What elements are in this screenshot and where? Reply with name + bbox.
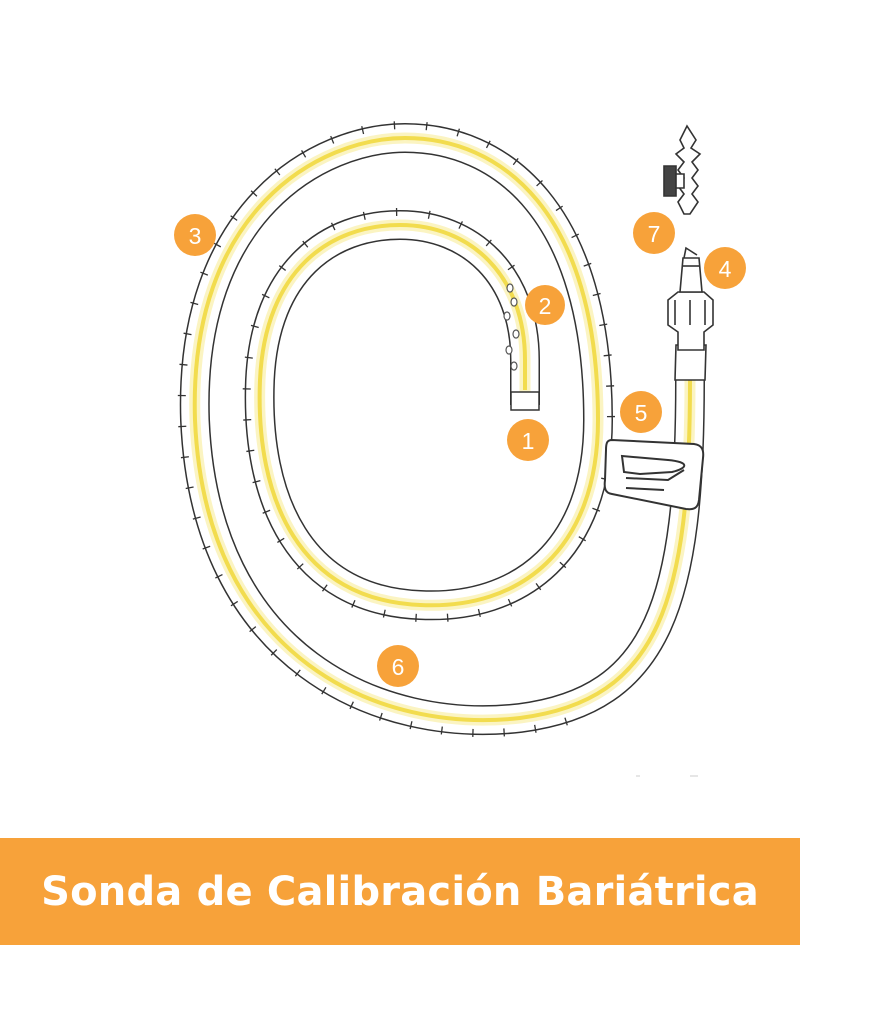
graduation-tick <box>427 210 431 219</box>
callout-1-label: 1 <box>522 428 535 454</box>
graduation-tick <box>578 536 586 542</box>
graduation-tick <box>250 190 258 197</box>
graduation-tick <box>349 701 354 710</box>
graduation-tick <box>485 140 491 149</box>
graduation-tick <box>559 561 567 569</box>
graduation-tick <box>592 292 601 297</box>
graduation-tick <box>321 584 328 592</box>
graduation-tick <box>351 599 356 608</box>
graduation-tick <box>534 724 537 733</box>
graduation-tick <box>190 301 199 306</box>
graduation-tick <box>330 135 335 144</box>
callout-badges: 1 2 3 4 5 6 7 <box>174 212 746 687</box>
graduation-tick <box>192 516 201 520</box>
graduation-tick <box>321 686 327 695</box>
graduation-tick <box>249 626 257 633</box>
title-banner: Sonda de Calibración Bariátrica <box>0 838 800 945</box>
graduation-tick <box>409 721 413 730</box>
callout-6: 6 <box>377 645 419 687</box>
graduation-tick <box>296 563 304 570</box>
callout-2: 2 <box>525 285 565 325</box>
graduation-tick <box>485 239 492 247</box>
graduation-tick <box>440 726 443 735</box>
callout-1: 1 <box>507 419 549 461</box>
graduation-tick <box>477 608 481 617</box>
graduation-tick <box>302 240 309 248</box>
callout-7-label: 7 <box>648 221 661 247</box>
callout-4: 4 <box>704 247 746 289</box>
graduation-tick <box>535 583 542 591</box>
graduation-tick <box>382 609 386 618</box>
graduation-tick <box>555 205 564 212</box>
graduation-tick <box>446 613 449 622</box>
graduation-tick <box>230 600 239 607</box>
graduation-tick <box>592 507 601 512</box>
graduation-tick <box>183 332 192 336</box>
graduation-tick <box>456 128 461 137</box>
graduation-tick <box>599 323 608 327</box>
graduation-tick <box>185 486 194 490</box>
callout-5-label: 5 <box>635 400 648 426</box>
callout-7: 7 <box>633 212 675 254</box>
callout-6-label: 6 <box>392 654 405 680</box>
tube-tip <box>510 391 540 411</box>
callout-5: 5 <box>620 391 662 433</box>
graduation-tick <box>215 573 223 579</box>
graduation-tick <box>277 537 285 544</box>
graduation-tick <box>362 211 366 220</box>
graduation-tick <box>583 262 592 267</box>
tube <box>179 123 705 736</box>
graduation-tick <box>507 264 515 271</box>
graduation-tick <box>425 122 428 131</box>
graduation-tick <box>564 717 568 726</box>
graduation-tick <box>213 242 222 248</box>
graduation-tick <box>262 509 271 514</box>
graduation-tick <box>571 233 580 239</box>
graduation-tick <box>512 157 519 166</box>
graduation-tick <box>180 456 189 459</box>
graduation-tick <box>301 150 307 158</box>
graduation-tick <box>507 598 513 607</box>
graduation-marks <box>177 121 615 737</box>
graduation-tick <box>378 712 383 721</box>
graduation-tick <box>458 221 463 229</box>
graduation-tick <box>278 265 287 271</box>
graduation-tick <box>244 356 253 359</box>
graduation-tick <box>252 479 261 484</box>
clamp <box>603 438 705 511</box>
callout-2-label: 2 <box>539 293 552 319</box>
graduation-tick <box>250 324 259 329</box>
graduation-tick <box>246 449 255 453</box>
graduation-tick <box>294 669 301 677</box>
callout-4-label: 4 <box>719 256 732 282</box>
graduation-tick <box>179 363 188 366</box>
side-holes <box>503 283 520 371</box>
graduation-tick <box>361 126 365 135</box>
callout-3: 3 <box>174 214 216 256</box>
graduation-tick <box>536 180 543 187</box>
stopcock <box>663 124 702 215</box>
graduation-tick <box>202 545 211 550</box>
graduation-tick <box>603 354 612 357</box>
graduation-tick <box>200 271 209 276</box>
page-title: Sonda de Calibración Bariátrica <box>41 868 759 915</box>
connector <box>667 246 714 381</box>
graduation-tick <box>330 222 336 231</box>
graduation-tick <box>274 168 281 176</box>
graduation-tick <box>270 649 278 656</box>
graduation-tick <box>230 215 238 221</box>
graduation-tick <box>261 293 270 299</box>
callout-3-label: 3 <box>189 223 202 249</box>
